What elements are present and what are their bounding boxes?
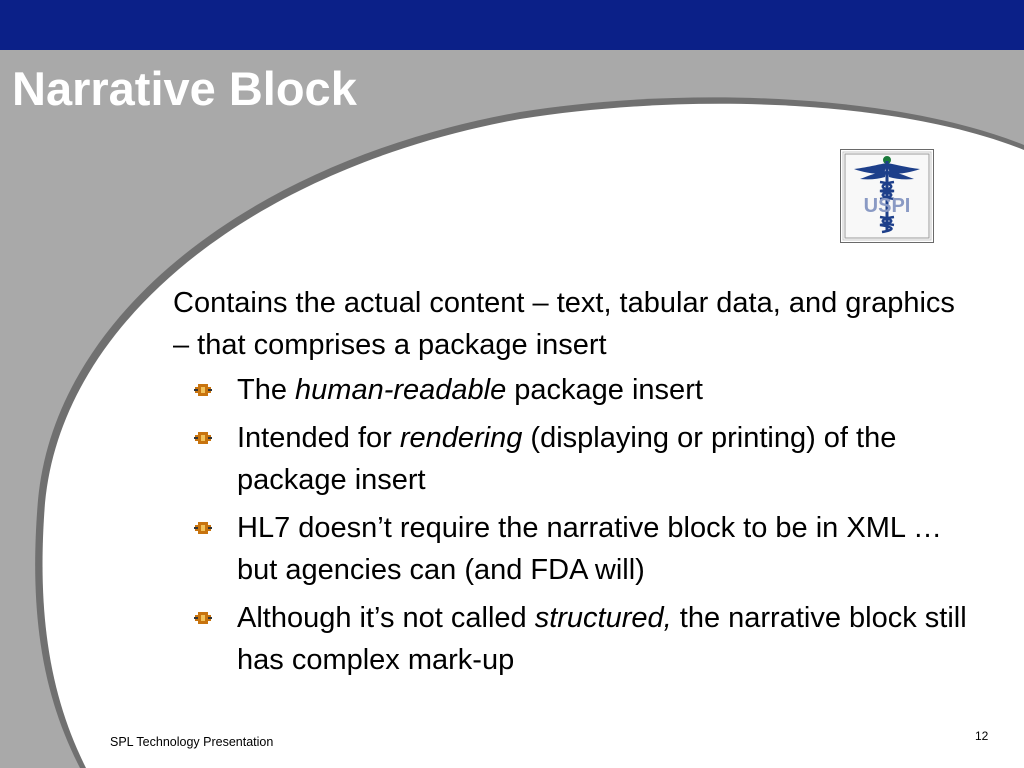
diamond-bullet-icon [194, 612, 212, 624]
slide-title: Narrative Block [12, 62, 357, 115]
bullet-text-italic: human-readable [295, 374, 507, 406]
bullet-item: Although it’s not called structured, the… [173, 597, 967, 681]
slide-body: Contains the actual content – text, tabu… [173, 282, 973, 687]
uspi-logo-icon: USPI [840, 149, 934, 243]
bullet-text-italic: structured, [534, 602, 672, 634]
page-number: 12 [975, 729, 989, 743]
bullet-text: The [237, 374, 296, 406]
bullet-item: The human-readable package insert [173, 369, 967, 411]
bullet-item: HL7 doesn’t require the narrative block … [173, 507, 967, 591]
intro-paragraph: Contains the actual content – text, tabu… [173, 287, 955, 361]
bullet-text: package insert [506, 374, 703, 406]
uspi-logo-text: USPI [864, 195, 911, 217]
diamond-bullet-icon [194, 522, 212, 534]
bullet-text: Although it’s not called [237, 602, 535, 634]
diamond-bullet-icon [194, 432, 212, 444]
header-bar [0, 0, 1024, 50]
bullet-text: HL7 doesn’t require the narrative block … [237, 512, 942, 586]
bullet-text: Intended for [237, 422, 400, 454]
footer-presentation-name: SPL Technology Presentation [110, 735, 274, 749]
diamond-bullet-icon [194, 384, 212, 396]
bullet-item: Intended for rendering (displaying or pr… [173, 417, 967, 501]
bullet-text: (displaying or printing) of the package … [237, 422, 897, 496]
bullet-text: the narrative block still has complex ma… [237, 602, 967, 676]
bullet-text-italic: rendering [399, 422, 523, 454]
